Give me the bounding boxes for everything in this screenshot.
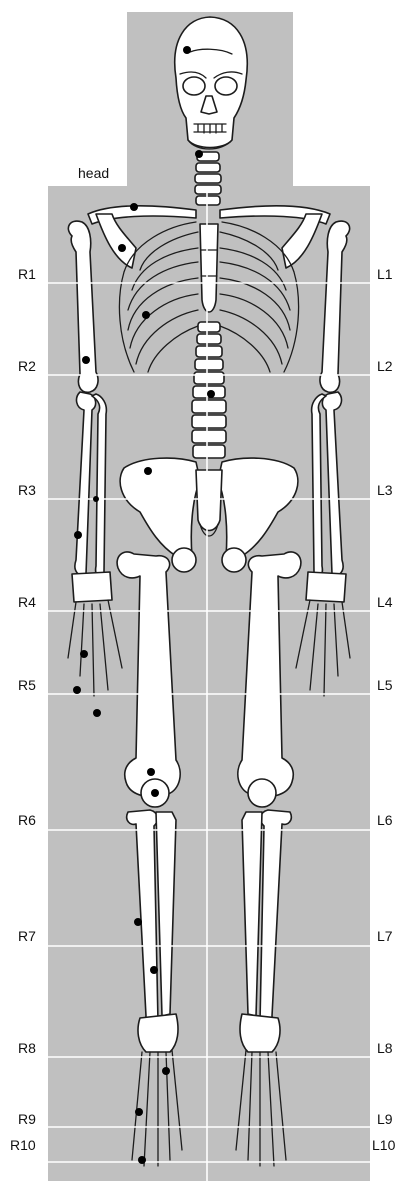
head-label: head xyxy=(78,165,109,181)
zone-label-l7: L7 xyxy=(377,928,393,944)
left-zone-labels: L1 L2 L3 L4 L5 L6 L7 L8 L9 L10 xyxy=(372,266,396,1153)
marker-dot xyxy=(118,244,126,252)
zone-label-l9: L9 xyxy=(377,1111,393,1127)
zone-label-r10: R10 xyxy=(10,1137,36,1153)
zone-label-r8: R8 xyxy=(18,1040,36,1056)
zone-label-l4: L4 xyxy=(377,594,393,610)
marker-dot xyxy=(138,1156,146,1164)
zone-label-r3: R3 xyxy=(18,482,36,498)
zone-label-r2: R2 xyxy=(18,358,36,374)
marker-dot xyxy=(130,203,138,211)
zone-label-r4: R4 xyxy=(18,594,36,610)
marker-dot xyxy=(135,1108,143,1116)
zone-label-r9: R9 xyxy=(18,1111,36,1127)
marker-dot xyxy=(93,709,101,717)
marker-dot xyxy=(207,390,215,398)
marker-dot xyxy=(134,918,142,926)
cervical-spine xyxy=(195,152,221,205)
zone-label-l6: L6 xyxy=(377,812,393,828)
marker-dot xyxy=(74,531,82,539)
marker-dot xyxy=(195,150,203,158)
zone-label-r5: R5 xyxy=(18,677,36,693)
zone-label-l5: L5 xyxy=(377,677,393,693)
marker-dot xyxy=(147,768,155,776)
zone-label-l10: L10 xyxy=(372,1137,396,1153)
marker-dot xyxy=(162,1067,170,1075)
marker-dot xyxy=(93,496,99,502)
zone-label-r7: R7 xyxy=(18,928,36,944)
marker-dot xyxy=(142,311,150,319)
spine xyxy=(192,322,226,458)
right-zone-labels: R1 R2 R3 R4 R5 R6 R7 R8 R9 R10 xyxy=(10,266,36,1153)
zone-label-r6: R6 xyxy=(18,812,36,828)
zone-label-l8: L8 xyxy=(377,1040,393,1056)
marker-dot xyxy=(150,966,158,974)
zone-label-l1: L1 xyxy=(377,266,393,282)
marker-dot xyxy=(80,650,88,658)
marker-dot xyxy=(73,686,81,694)
marker-dot xyxy=(183,46,191,54)
zone-label-l3: L3 xyxy=(377,482,393,498)
zone-label-l2: L2 xyxy=(377,358,393,374)
marker-dot xyxy=(82,356,90,364)
zone-label-r1: R1 xyxy=(18,266,36,282)
marker-dot xyxy=(144,467,152,475)
marker-dot xyxy=(151,789,159,797)
